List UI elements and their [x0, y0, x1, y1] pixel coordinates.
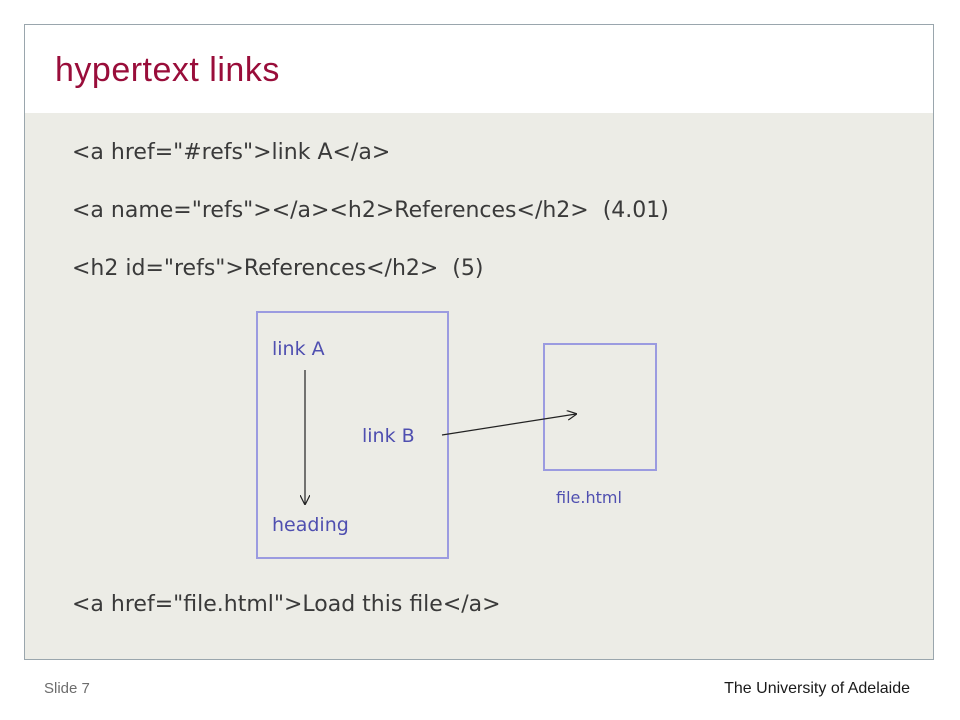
title-band: hypertext links: [25, 25, 933, 113]
diagram-link-b-label: link B: [362, 425, 415, 447]
code-line-load-file: <a href="file.html">Load this file</a>: [72, 592, 501, 617]
slide-body: [25, 113, 933, 659]
institution-name: The University of Adelaide: [724, 680, 910, 697]
page-box: [256, 311, 449, 559]
code-line-id-refs: <h2 id="refs">References</h2> (5): [72, 256, 484, 281]
diagram-link-a-label: link A: [272, 338, 325, 360]
external-link-arrow: [441, 414, 576, 436]
code-line-href-refs: <a href="#refs">link A</a>: [72, 140, 391, 165]
code-line-name-refs: <a name="refs"></a><h2>References</h2> (…: [72, 198, 669, 223]
diagram-file-label: file.html: [556, 488, 622, 507]
slide-frame: hypertext links: [24, 24, 934, 660]
file-box: [543, 343, 657, 471]
slide-number: Slide 7: [44, 680, 90, 697]
diagram-heading-label: heading: [272, 514, 349, 536]
slide-title: hypertext links: [55, 51, 280, 89]
